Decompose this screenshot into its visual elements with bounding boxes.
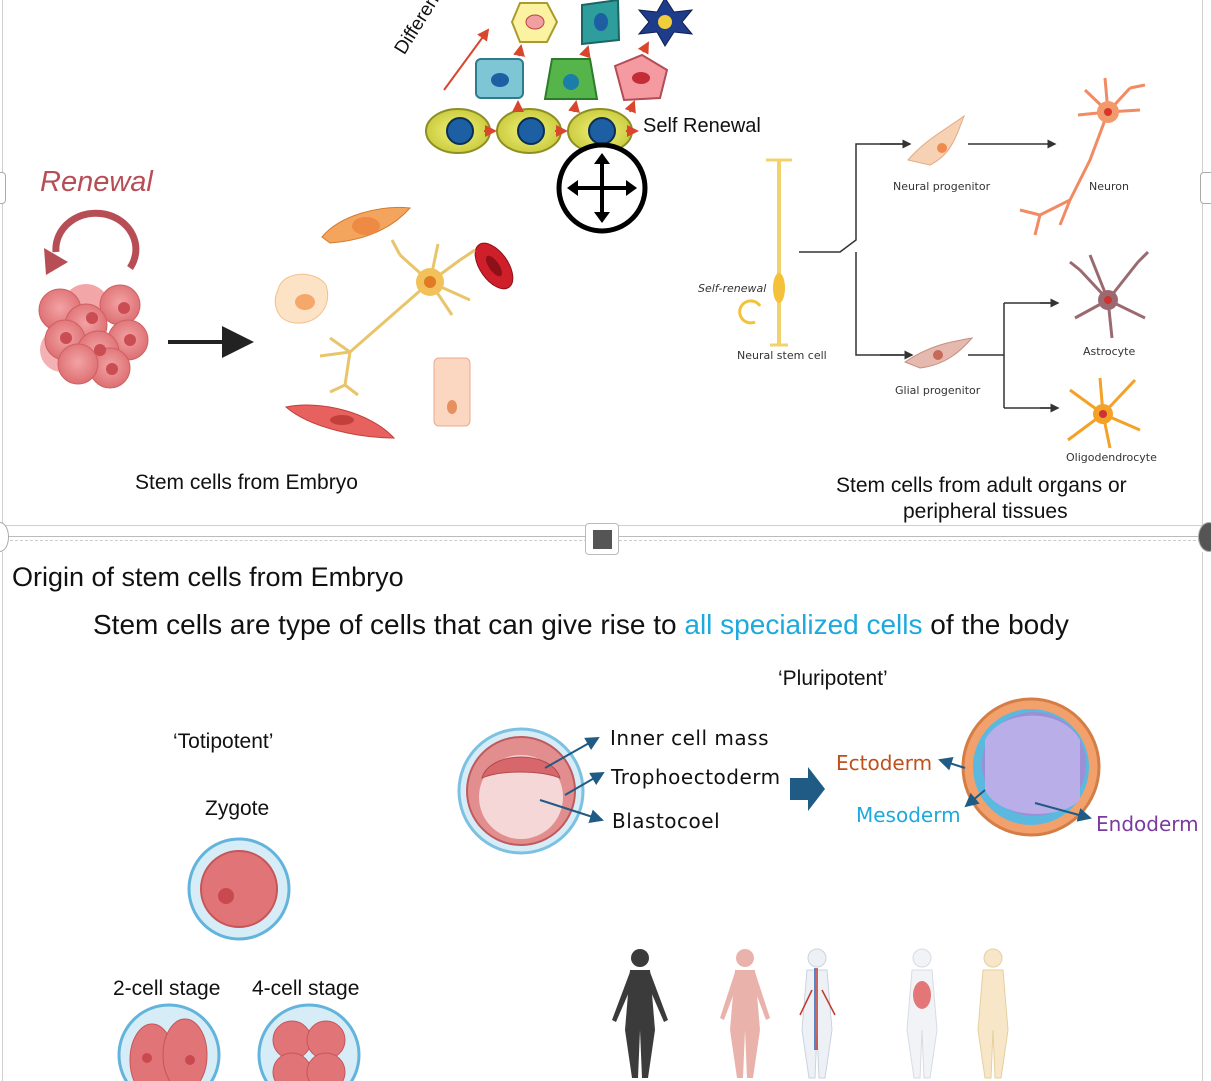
trophoectoderm-label: Trophoectoderm <box>611 765 781 789</box>
left-edge-handle[interactable] <box>0 172 6 204</box>
bottom-pane-border <box>2 552 1203 1081</box>
differentiation-pyramid <box>425 0 694 154</box>
two-cell-label: 2-cell stage <box>113 977 221 1000</box>
subtitle: Stem cells are type of cells that can gi… <box>93 609 1069 641</box>
progression-arrow-icon <box>790 767 825 811</box>
self-renewal-label: Self Renewal <box>643 115 761 137</box>
neural-lineage-diagram <box>738 77 1150 449</box>
zygote-illustration <box>187 837 291 941</box>
stem-cell-base-row <box>425 108 639 154</box>
blastocoel-label: Blastocoel <box>612 809 721 833</box>
totipotent-label: ‘Totipotent’ <box>173 730 274 753</box>
embryonic-cell-cluster <box>38 284 149 389</box>
four-cell-illustration <box>257 1003 361 1081</box>
four-cell-label: 4-cell stage <box>252 977 360 1000</box>
astrocyte-label: Astrocyte <box>1083 345 1136 358</box>
self-renewal-small-label: Self-renewal <box>698 282 767 295</box>
gastrula-illustration <box>938 697 1101 837</box>
oligodendrocyte-label: Oligodendrocyte <box>1066 451 1157 464</box>
two-cell-illustration <box>117 1003 221 1081</box>
glial-progenitor-label: Glial progenitor <box>895 384 981 397</box>
neural-progenitor-label: Neural progenitor <box>893 180 991 193</box>
adult-caption-line2: peripheral tissues <box>903 500 1068 523</box>
neural-stem-cell-label: Neural stem cell <box>737 349 827 362</box>
neuron-label: Neuron <box>1089 180 1129 193</box>
right-edge-handle[interactable] <box>1200 172 1211 204</box>
body-systems-illustration <box>612 948 1009 1079</box>
page-title: Origin of stem cells from Embryo <box>12 562 404 592</box>
inner-cell-mass-label: Inner cell mass <box>610 726 769 750</box>
pluripotent-label: ‘Pluripotent’ <box>778 667 888 690</box>
renewal-label: Renewal <box>40 166 153 198</box>
adult-caption-line1: Stem cells from adult organs or <box>836 474 1127 497</box>
subtitle-before: Stem cells are type of cells that can gi… <box>93 609 685 640</box>
blastocyst-illustration <box>457 727 605 855</box>
subtitle-after: of the body <box>922 609 1069 640</box>
splitter-handle-icon[interactable] <box>585 523 619 555</box>
embryo-caption: Stem cells from Embryo <box>135 471 358 494</box>
subtitle-highlight: all specialized cells <box>684 609 923 640</box>
mesoderm-label: Mesoderm <box>856 803 961 827</box>
renewal-cycle-arrow <box>44 209 140 275</box>
differentiated-cells <box>274 206 514 439</box>
ectoderm-label: Ectoderm <box>836 751 933 775</box>
endoderm-label: Endoderm <box>1096 812 1199 836</box>
move-cursor-icon[interactable] <box>556 142 648 234</box>
zygote-label: Zygote <box>205 797 270 820</box>
